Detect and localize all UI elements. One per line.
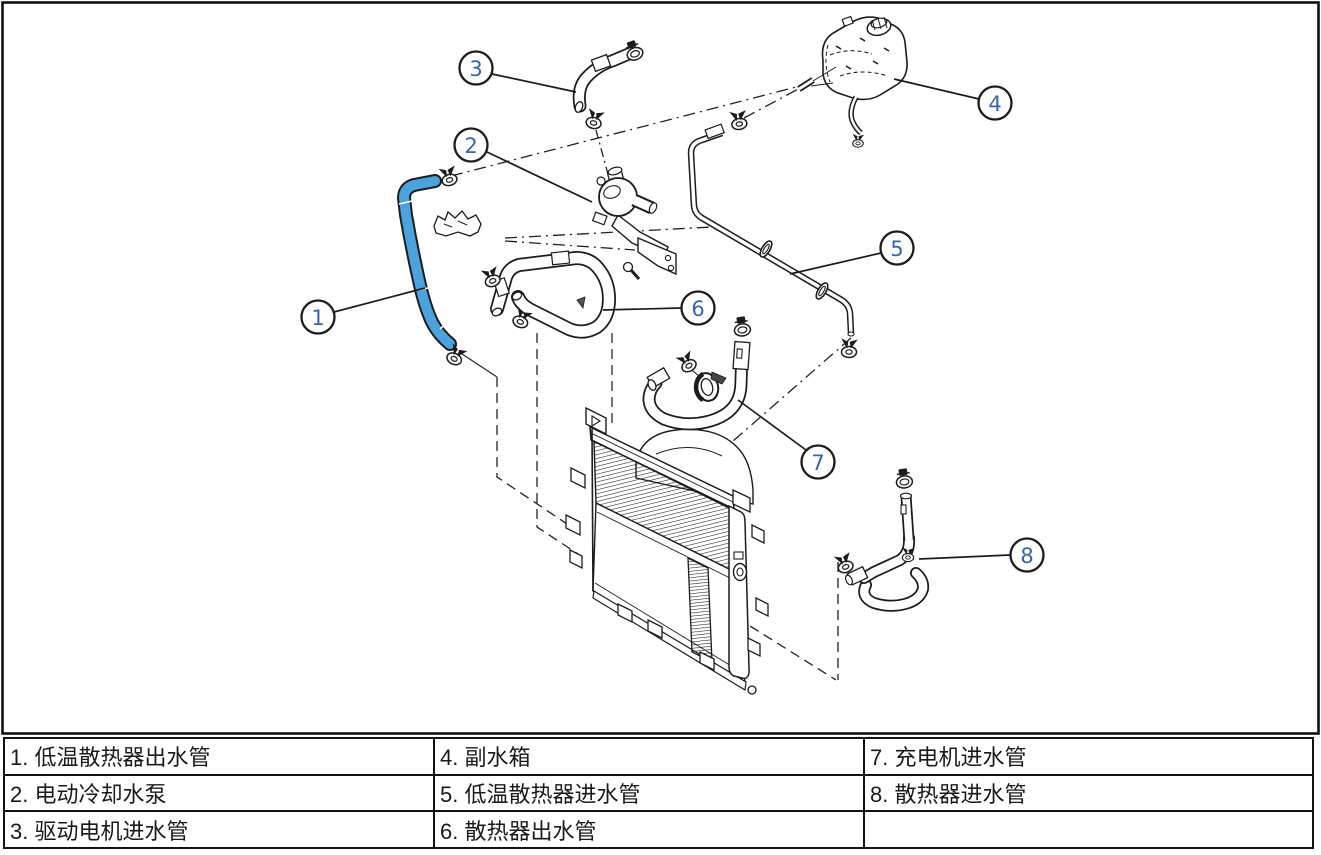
assembly-reference-lines (450, 84, 852, 681)
diagram-border (1, 1, 1320, 735)
radiator-inlet-hose-8 (844, 492, 930, 612)
callout-1: 1 (300, 287, 426, 335)
callout-4: 4 (893, 78, 1013, 121)
low-temp-radiator-outlet-hose-1-highlighted (396, 174, 457, 351)
callout-6: 6 (602, 290, 716, 326)
legend-cell-item-5: 5. 低温散热器进水管 (433, 773, 865, 813)
callout-2: 2 (453, 127, 593, 203)
expansion-tank-4 (797, 15, 908, 151)
legend-table: 1. 低温散热器出水管 4. 副水箱 7. 充电机进水管 2. 电动冷却水泵 5… (3, 737, 1314, 849)
callout-3-number: 3 (469, 57, 482, 81)
legend-cell-item-1: 1. 低温散热器出水管 (3, 737, 435, 776)
callout-5: 5 (789, 230, 915, 275)
callout-8: 8 (918, 537, 1045, 573)
callout-2-number: 2 (464, 134, 477, 158)
callout-7-number: 7 (811, 451, 824, 475)
callout-6-number: 6 (691, 297, 704, 321)
callout-4-number: 4 (988, 92, 1001, 116)
callout-5-number: 5 (890, 237, 903, 261)
low-temp-radiator-inlet-pipe-5 (687, 123, 855, 337)
radiator-outlet-hose-6 (490, 250, 616, 339)
legend-cell-item-7: 7. 充电机进水管 (863, 737, 1314, 776)
legend-row-3: 3. 驱动电机进水管 6. 散热器出水管 (3, 810, 1314, 849)
hose-retaining-clip (433, 210, 482, 237)
callout-1-number: 1 (311, 306, 324, 330)
legend-cell-empty (863, 810, 1314, 849)
legend-row-2: 2. 电动冷却水泵 5. 低温散热器进水管 8. 散热器进水管 (3, 773, 1314, 813)
callout-3: 3 (458, 50, 577, 93)
charger-inlet-hose-7 (642, 340, 751, 431)
drive-motor-inlet-hose-3 (572, 46, 638, 113)
legend-cell-item-3: 3. 驱动电机进水管 (3, 810, 435, 849)
radiator-assembly (565, 406, 769, 695)
electric-coolant-pump-2 (591, 166, 677, 280)
legend-cell-item-4: 4. 副水箱 (433, 737, 865, 776)
legend-row-1: 1. 低温散热器出水管 4. 副水箱 7. 充电机进水管 (3, 737, 1314, 776)
legend-cell-item-2: 2. 电动冷却水泵 (3, 773, 435, 813)
legend-cell-item-6: 6. 散热器出水管 (433, 810, 865, 849)
legend-cell-item-8: 8. 散热器进水管 (863, 773, 1314, 813)
callout-8-number: 8 (1020, 544, 1033, 568)
callout-7: 7 (737, 399, 836, 480)
